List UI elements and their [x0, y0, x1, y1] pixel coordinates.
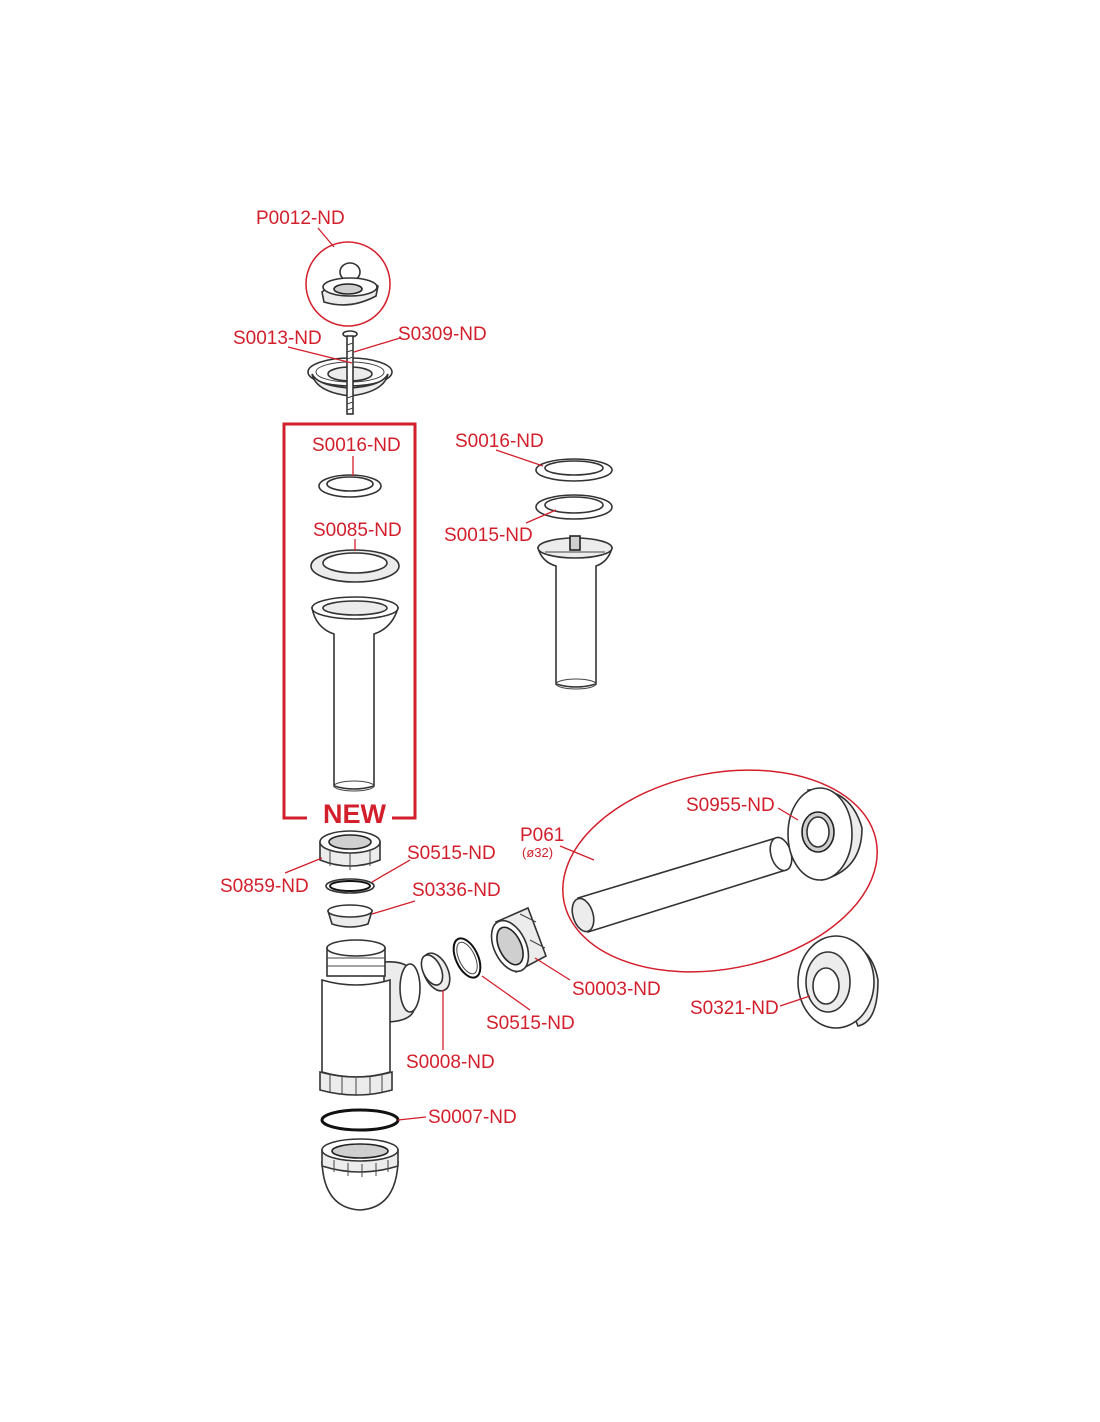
label-s0003: S0003-ND: [572, 979, 661, 1000]
trap-body: [319, 939, 421, 1096]
nut-s0859: [319, 830, 381, 870]
pipe-p061: [571, 836, 793, 934]
screw-s0309: [342, 330, 358, 415]
label-s0016-alt: S0016-ND: [455, 431, 544, 452]
trap-cup: [321, 1138, 399, 1211]
plug-p0012: [305, 241, 391, 327]
cone-washer-s0336: [326, 904, 374, 928]
label-s0008: S0008-ND: [406, 1052, 495, 1073]
washer-s0515-side: [452, 937, 482, 979]
washer-s0515-top: [325, 878, 375, 894]
tailpiece-alt: [536, 535, 614, 690]
gasket-s0016-alt: [535, 458, 613, 482]
label-s0309: S0309-ND: [398, 324, 487, 345]
new-parts-frame: [282, 422, 417, 820]
label-s0015: S0015-ND: [444, 525, 533, 546]
cone-washer-s0008: [420, 952, 451, 992]
label-p061-size: (ø32): [522, 845, 553, 860]
label-s0321: S0321-ND: [690, 998, 779, 1019]
label-s0085: S0085-ND: [313, 520, 402, 541]
label-p061: P061: [520, 825, 564, 846]
gasket-s0015: [535, 494, 613, 520]
gasket-s0016-new: [318, 474, 382, 498]
label-s0955: S0955-ND: [686, 795, 775, 816]
label-s0515-side: S0515-ND: [486, 1013, 575, 1034]
tailpiece-new: [311, 596, 400, 792]
flange-s0321: [797, 935, 879, 1029]
label-s0515-top: S0515-ND: [407, 843, 496, 864]
oring-s0007: [320, 1108, 400, 1132]
label-s0013: S0013-ND: [233, 328, 322, 349]
label-s0859: S0859-ND: [220, 876, 309, 897]
new-badge: NEW: [323, 799, 387, 829]
label-s0016-new: S0016-ND: [312, 435, 401, 456]
gasket-s0085: [310, 549, 400, 583]
label-s0336: S0336-ND: [412, 880, 501, 901]
flange-s0955: [787, 787, 863, 881]
nut-s0003: [490, 906, 547, 974]
label-s0007: S0007-ND: [428, 1107, 517, 1128]
label-p0012: P0012-ND: [256, 208, 345, 229]
pipe-group-frame: [562, 769, 878, 973]
